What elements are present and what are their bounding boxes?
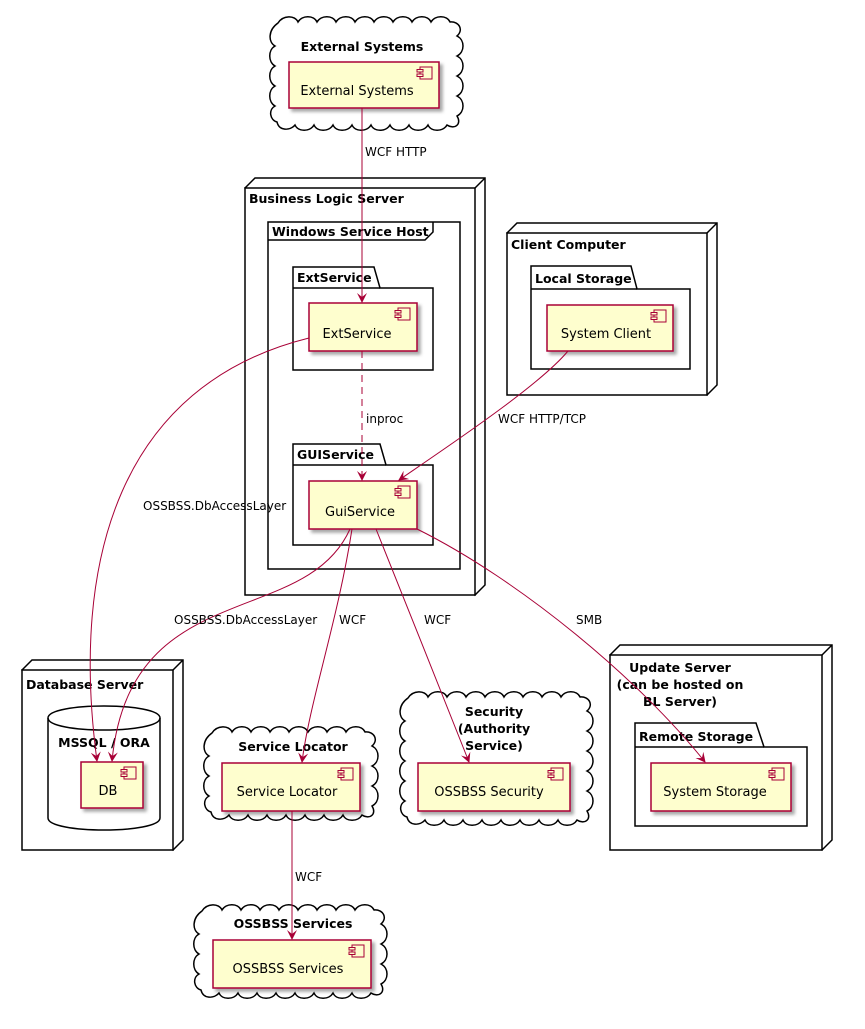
cloud-title: Service Locator: [238, 739, 348, 754]
cloud-title: External Systems: [301, 39, 424, 54]
component-label: GuiService: [325, 505, 395, 520]
cloud-title-line-3: Service): [465, 738, 523, 753]
component-label: External Systems: [300, 84, 414, 99]
component-label: ExtService: [322, 327, 391, 342]
component-extservice[interactable]: ExtService: [308, 302, 418, 352]
frame-title: Windows Service Host: [272, 224, 429, 239]
package-title: Local Storage: [535, 271, 632, 286]
component-db[interactable]: DB: [80, 761, 144, 809]
edge-guiservice-to-db: OSSBSS.DbAccessLayer: [107, 528, 351, 762]
component-ossbss-security[interactable]: OSSBSS Security: [417, 762, 571, 812]
node-title-line-3: BL Server): [643, 694, 717, 709]
component-service-locator[interactable]: Service Locator: [221, 762, 361, 812]
node-title-line-1: Update Server: [629, 660, 732, 675]
component-label: DB: [99, 784, 118, 799]
edge-label: SMB: [576, 613, 602, 627]
component-label: Service Locator: [237, 785, 338, 800]
component-label: System Client: [561, 327, 651, 342]
edge-systemclient-to-guiservice: WCF HTTP/TCP: [398, 350, 586, 481]
cloud-title: OSSBSS Services: [234, 916, 353, 931]
component-system-storage[interactable]: System Storage: [650, 762, 792, 812]
edge-guiservice-to-systemstorage: SMB: [416, 528, 706, 763]
database-title: MSSQL / ORA: [58, 735, 150, 750]
edge-external-to-extservice: WCF HTTP: [357, 108, 427, 303]
component-guiservice[interactable]: GuiService: [308, 480, 418, 530]
package-title: ExtService: [297, 270, 372, 285]
edge-label: OSSBSS.DbAccessLayer: [143, 499, 286, 513]
package-title: Remote Storage: [639, 729, 753, 744]
package-title: GUIService: [297, 447, 374, 462]
edge-guiservice-to-servicelocator: WCF: [298, 528, 366, 763]
edge-label: WCF: [295, 870, 322, 884]
node-title: Database Server: [26, 677, 144, 692]
node-title: Business Logic Server: [249, 191, 405, 206]
node-title: Client Computer: [511, 237, 627, 252]
component-system-client[interactable]: System Client: [546, 304, 674, 352]
component-ossbss-services[interactable]: OSSBSS Services: [212, 939, 372, 989]
edge-extservice-to-guiservice: inproc: [357, 351, 403, 481]
component-label: OSSBSS Services: [233, 962, 344, 977]
edge-guiservice-to-security: WCF: [375, 528, 471, 763]
edge-label: WCF: [339, 613, 366, 627]
edge-label: OSSBSS.DbAccessLayer: [174, 613, 317, 627]
cloud-title-line-1: Security: [465, 704, 523, 719]
cloud-title-line-2: (Authority: [458, 721, 530, 736]
edge-label: WCF: [424, 613, 451, 627]
edge-label: WCF HTTP: [365, 145, 427, 159]
edge-extservice-to-db: OSSBSS.DbAccessLayer: [89, 337, 310, 762]
edge-label: inproc: [366, 412, 403, 426]
edge-label: WCF HTTP/TCP: [498, 412, 586, 426]
component-external-systems[interactable]: External Systems: [288, 61, 440, 109]
component-label: OSSBSS Security: [434, 785, 544, 800]
component-label: System Storage: [663, 785, 766, 800]
node-title-line-2: (can be hosted on: [617, 677, 744, 692]
edge-servicelocator-to-ossbssservices: WCF: [287, 811, 322, 940]
